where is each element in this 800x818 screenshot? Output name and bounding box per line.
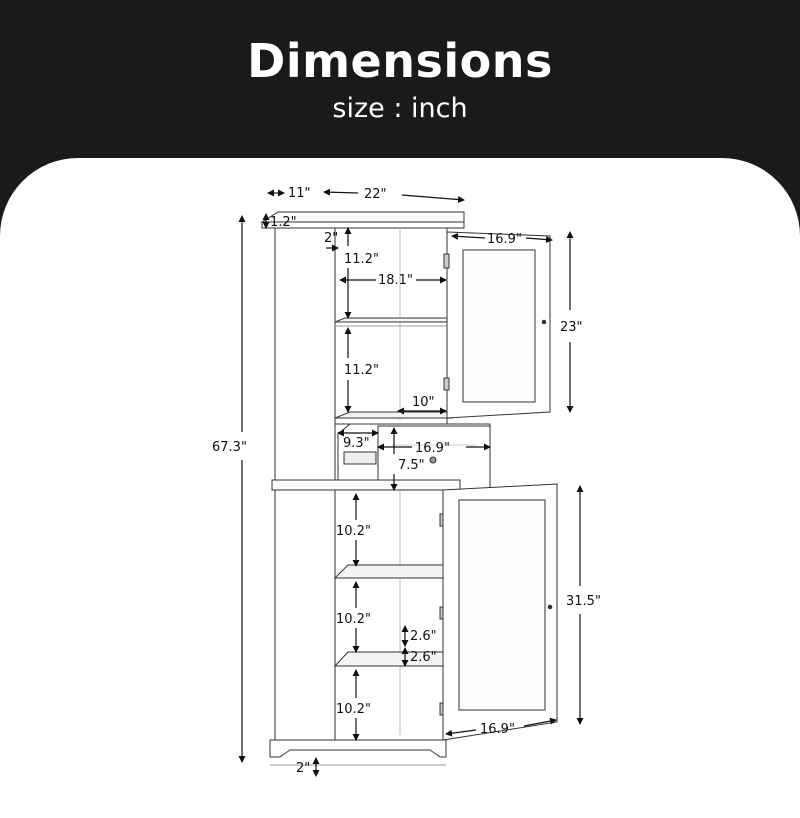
upper-shelf — [334, 317, 448, 323]
dim-upper-inner-width: 18.1" — [378, 273, 413, 288]
dim-overall-height: 67.3" — [212, 440, 247, 455]
drawer-shelf — [334, 411, 453, 419]
dim-upper-door-width: 16.9" — [487, 232, 522, 247]
dim-top-width: 22" — [364, 187, 387, 202]
dim-lower-shelf-2: 10.2" — [336, 612, 371, 627]
page-title: Dimensions — [247, 34, 553, 88]
lower-shelf-1 — [333, 564, 444, 579]
dim-drawer-height: 7.5" — [398, 458, 425, 473]
upper-door-glass — [462, 249, 536, 403]
dim-top-depth: 11" — [288, 186, 311, 201]
dim-lower-shelf-3: 10.2" — [336, 702, 371, 717]
dim-upper-door-height: 23" — [560, 320, 583, 335]
dim-side-inset: 2" — [324, 231, 338, 246]
dim-lower-shelf-1: 10.2" — [336, 524, 371, 539]
middle-divider — [271, 479, 461, 491]
page-subtitle: size : inch — [332, 93, 468, 124]
cabinet-diagram: 11" 22" 1.2" 2" 11.2" 18.1" 11.2" 16.9" … — [212, 186, 601, 777]
dim-upper-shelf-1: 11.2" — [344, 252, 379, 267]
dim-top-thickness: 1.2" — [270, 215, 297, 230]
dim-hole-spacing-1: 2.6" — [410, 629, 437, 644]
dim-base-height: 2" — [296, 761, 310, 776]
cabinet-drawing — [260, 211, 558, 766]
dim-drawer-depth: 9.3" — [343, 436, 370, 451]
dim-drawer-depth-top: 10" — [412, 395, 435, 410]
dimensions-infographic: Dimensions size : inch — [0, 34, 800, 818]
dimension-lines — [238, 188, 584, 777]
cabinet-base — [269, 739, 447, 758]
dim-lower-door-height: 31.5" — [566, 594, 601, 609]
dim-upper-shelf-2: 11.2" — [344, 363, 379, 378]
dimension-labels: 11" 22" 1.2" 2" 11.2" 18.1" 11.2" 16.9" … — [212, 186, 601, 776]
lower-door-panel — [458, 499, 546, 711]
dim-hole-spacing-2: 2.6" — [410, 650, 437, 665]
dim-lower-door-width: 16.9" — [480, 722, 515, 737]
dim-drawer-width: 16.9" — [415, 441, 450, 456]
